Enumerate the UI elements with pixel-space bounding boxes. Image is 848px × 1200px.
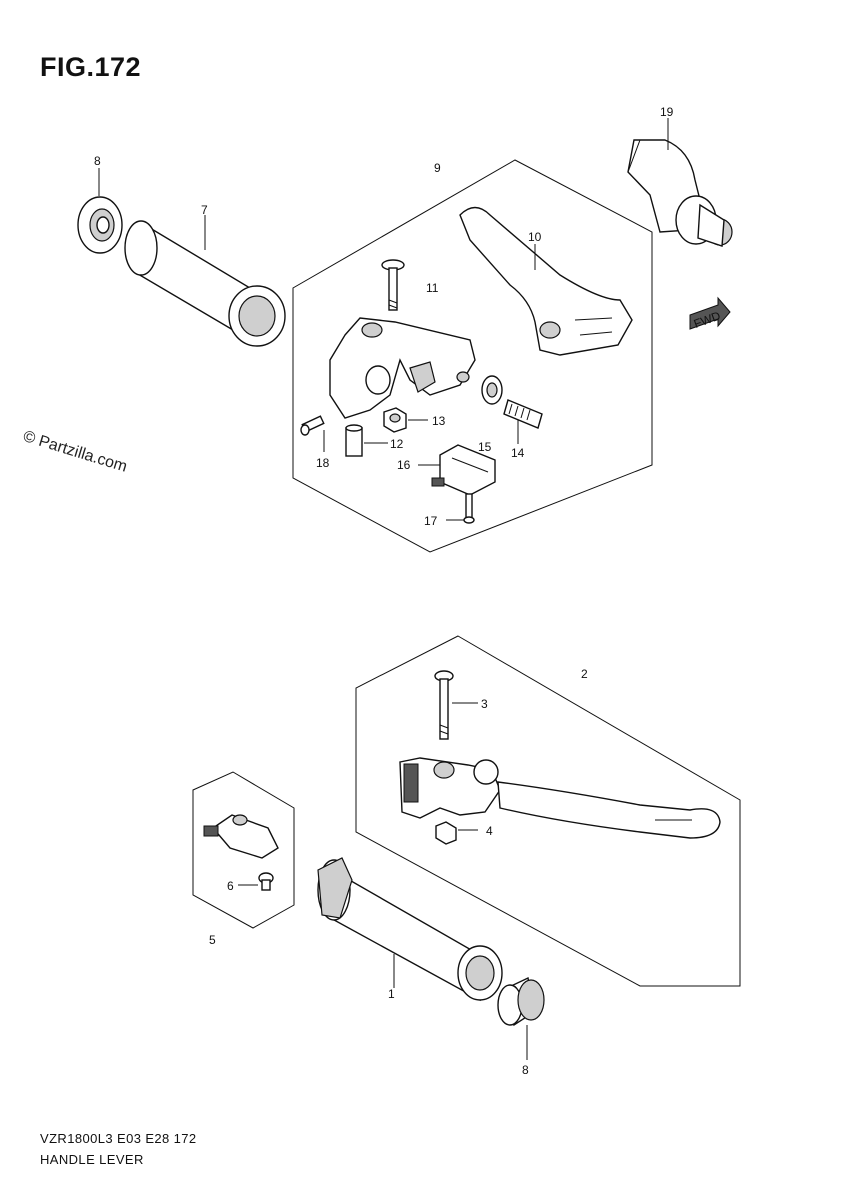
fwd-arrow <box>689 296 731 330</box>
screw-18 <box>300 415 325 436</box>
callout-3: 3 <box>481 697 488 711</box>
callout-15: 15 <box>478 440 492 454</box>
callout-7: 7 <box>201 203 208 217</box>
clutch-switch <box>431 444 496 496</box>
brake-lever-assembly <box>399 757 721 839</box>
bar-end-weight-lower <box>497 976 545 1027</box>
screw-17 <box>463 493 475 524</box>
callout-11: 11 <box>426 281 439 295</box>
callout-18: 18 <box>316 456 330 470</box>
callout-4: 4 <box>486 824 493 838</box>
clutch-lever <box>459 206 633 356</box>
model-line: VZR1800L3 E03 E28 172 <box>40 1131 197 1146</box>
callout-6: 6 <box>227 879 234 893</box>
lever-cover <box>627 139 733 247</box>
callout-13: 13 <box>432 414 446 428</box>
callout-12: 12 <box>390 437 404 451</box>
callout-8-upper: 8 <box>94 154 101 168</box>
bar-end-weight-upper <box>77 196 123 254</box>
throttle-grip <box>317 857 503 1002</box>
caption: HANDLE LEVER <box>40 1152 144 1167</box>
callout-14: 14 <box>511 446 525 460</box>
nut-13 <box>383 407 407 433</box>
assembly-5-outline <box>192 771 295 929</box>
screw-6 <box>258 872 274 891</box>
callout-2: 2 <box>581 667 588 681</box>
adjuster-14 <box>481 375 543 429</box>
assembly-2-outline <box>355 635 741 987</box>
clutch-lever-bracket <box>329 317 476 419</box>
nut-4 <box>435 821 457 845</box>
figure-title: FIG.172 <box>40 52 142 82</box>
pivot-bolt-3 <box>434 670 454 740</box>
brake-switch <box>203 814 279 859</box>
footer: VZR1800L3 E03 E28 172 HANDLE LEVER <box>40 1128 197 1170</box>
callout-10: 10 <box>528 230 542 244</box>
fwd-badge: FWD <box>692 308 723 331</box>
callout-17: 17 <box>424 514 438 528</box>
callout-19: 19 <box>660 105 674 119</box>
callout-8-lower: 8 <box>522 1063 529 1077</box>
callout-9: 9 <box>434 161 441 175</box>
callout-5: 5 <box>209 933 216 947</box>
pivot-bolt-11 <box>381 259 405 311</box>
spacer-12 <box>345 424 363 457</box>
assembly-9-outline <box>292 159 653 553</box>
callout-16: 16 <box>397 458 411 472</box>
left-grip <box>124 220 286 347</box>
callout-1: 1 <box>388 987 395 1001</box>
